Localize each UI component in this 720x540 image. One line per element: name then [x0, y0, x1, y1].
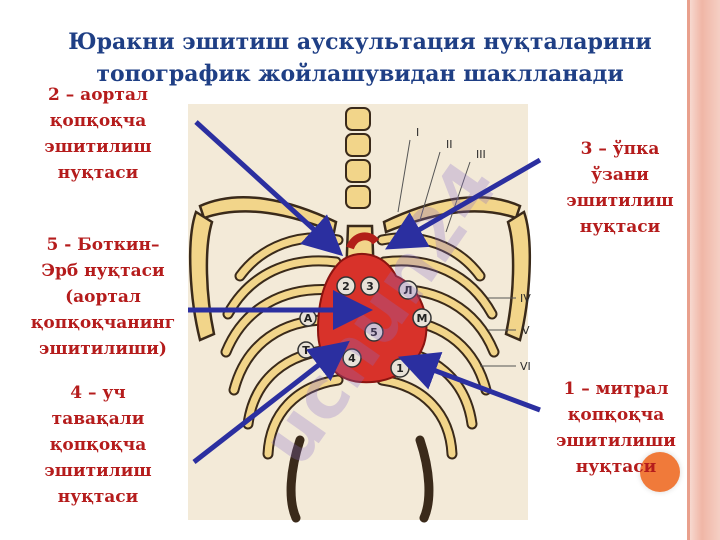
rib-level-marks: I II III IV V VI: [416, 126, 531, 373]
label-aortal-line-1: 2 – аортал: [48, 85, 148, 105]
area-m-text: М: [417, 312, 428, 325]
arrow-uch: [192, 340, 350, 464]
pointer-arrows: [188, 120, 542, 464]
area-m-marker: М: [412, 308, 432, 328]
label-botkin-point: 5 - Боткин– Эрб нуқтаси (аортал қопқоқча…: [8, 232, 198, 362]
label-botkin-line-4: қопқоқчанинг: [30, 313, 176, 333]
label-mitral-line-2: қопқоқча: [567, 405, 665, 425]
label-aortal-point: 2 – аортал қопқоқча эшитилиш нуқтаси: [18, 82, 178, 186]
label-mitral-line-3: эшитилиши: [556, 431, 676, 451]
rib-mark-iii: III: [476, 148, 486, 161]
label-upka-line-3: эшитилиш: [566, 191, 674, 211]
right-accent-stripe: [687, 0, 690, 540]
area-l-marker: Л: [398, 280, 418, 300]
arrow-mitral: [397, 352, 541, 413]
label-uch-line-1: 4 – уч: [70, 383, 126, 403]
rib-mark-ii: II: [446, 138, 453, 151]
label-botkin-line-1: 5 - Боткин–: [46, 235, 160, 255]
label-uch-line-3: қопқоқча: [49, 435, 147, 455]
arrow-upka: [385, 157, 542, 250]
label-aortal-line-4: нуқтаси: [57, 163, 139, 183]
label-botkin-line-2: Эрб нуқтаси: [41, 261, 165, 281]
rib-mark-vi: VI: [520, 360, 531, 373]
label-uch-line-5: нуқтаси: [57, 487, 139, 507]
label-upka-line-1: 3 – ўпка: [580, 139, 660, 159]
title-line-1: Юракни эшитиш аускультация нуқталарини: [68, 29, 652, 55]
area-a-text: А: [304, 312, 313, 325]
orange-circle-decoration: [640, 452, 680, 492]
point-3-text: 3: [366, 280, 374, 293]
label-mitral-line-1: 1 – митрал: [563, 379, 669, 399]
label-uch-line-4: эшитилиш: [44, 461, 152, 481]
label-upka-line-4: нуқтаси: [579, 217, 661, 237]
label-uch-point: 4 – уч тавақали қопқоқча эшитилиш нуқтас…: [18, 380, 178, 510]
heart-point-markers: 2 3 5 4 1 Л А М Т: [297, 276, 432, 378]
label-botkin-line-3: (аортал: [65, 287, 141, 307]
point-2-text: 2: [342, 280, 350, 293]
rib-mark-iv: IV: [520, 292, 531, 305]
slide-title: Юракни эшитиш аускультация нуқталарини т…: [0, 26, 720, 90]
label-aortal-line-2: қопқоқча: [49, 111, 147, 131]
point-4-text: 4: [348, 352, 356, 365]
title-line-2: топографик жойлашувидан шаклланади: [96, 61, 624, 87]
label-upka-point: 3 – ўпка ўзани эшитилиш нуқтаси: [540, 136, 700, 240]
label-uch-line-2: тавақали: [51, 409, 145, 429]
arrow-aortal: [194, 120, 344, 257]
area-l-text: Л: [403, 284, 412, 297]
aortic-arch: [346, 232, 380, 250]
lower-ribs: [286, 435, 434, 523]
point-1-text: 1: [396, 362, 404, 375]
right-decorative-band: [690, 0, 720, 540]
label-mitral-line-4: нуқтаси: [575, 457, 657, 477]
rib-mark-i: I: [416, 126, 419, 139]
spine: [345, 107, 371, 209]
label-aortal-line-3: эшитилиш: [44, 137, 152, 157]
point-5-text: 5: [370, 326, 378, 339]
rib-mark-v: V: [522, 324, 530, 337]
label-mitral-point: 1 – митрал қопқоқча эшитилиши нуқтаси: [536, 376, 696, 480]
rib-level-lines: [397, 139, 516, 367]
label-botkin-line-5: эшитилиши): [39, 339, 167, 359]
label-upka-line-2: ўзани: [591, 165, 649, 185]
